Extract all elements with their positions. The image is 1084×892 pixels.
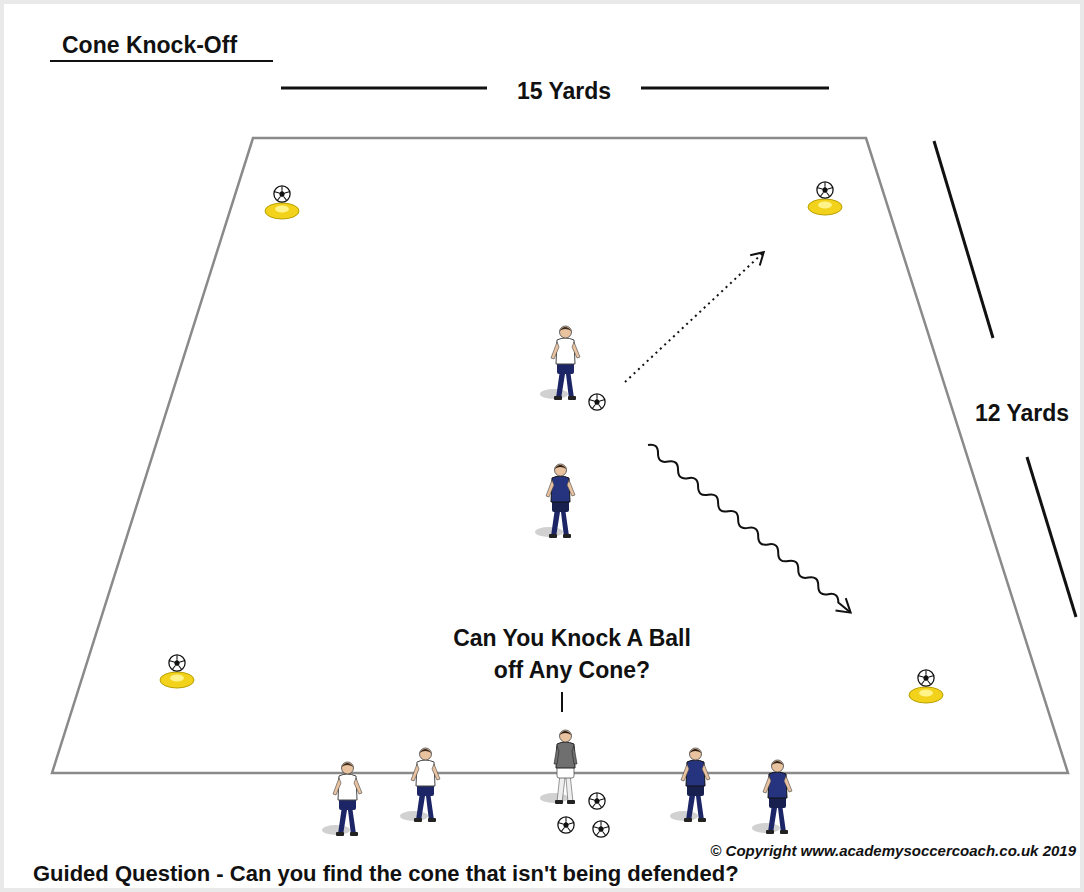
dimension-line (281, 87, 487, 90)
copyright-notice: © Copyright www.academysoccercoach.co.uk… (710, 842, 1076, 859)
dribble-arrow (643, 439, 856, 619)
dimension-line (641, 87, 829, 90)
ball (593, 821, 609, 837)
cone (808, 199, 842, 215)
ball (274, 186, 290, 202)
pitch-area (52, 138, 1068, 773)
leader-line (561, 692, 563, 712)
guided-question: Guided Question - Can you find the cone … (33, 861, 739, 886)
ball (558, 817, 574, 833)
coach (540, 730, 577, 804)
ball (169, 655, 185, 671)
ball (918, 670, 934, 686)
title-underline (50, 60, 273, 62)
waiting-player (752, 760, 792, 834)
ball (589, 793, 605, 809)
ball (817, 182, 833, 198)
waiting-player (322, 762, 362, 836)
dimension-label: 15 Yards (517, 78, 611, 104)
attacker-player (540, 326, 580, 400)
pass-arrow (620, 247, 768, 387)
waiting-player (670, 748, 710, 822)
cone (265, 203, 299, 219)
ball (589, 394, 605, 410)
cone (909, 687, 943, 703)
defender-player (535, 464, 575, 538)
dimension-line (934, 141, 993, 338)
callout-text: Can You Knock A Ball off Any Cone? (437, 622, 707, 686)
dimension-label: 12 Yards (975, 400, 1069, 426)
drill-title: Cone Knock-Off (62, 32, 237, 58)
dimension-line (1027, 457, 1076, 617)
cone (160, 672, 194, 688)
waiting-player (400, 748, 440, 822)
